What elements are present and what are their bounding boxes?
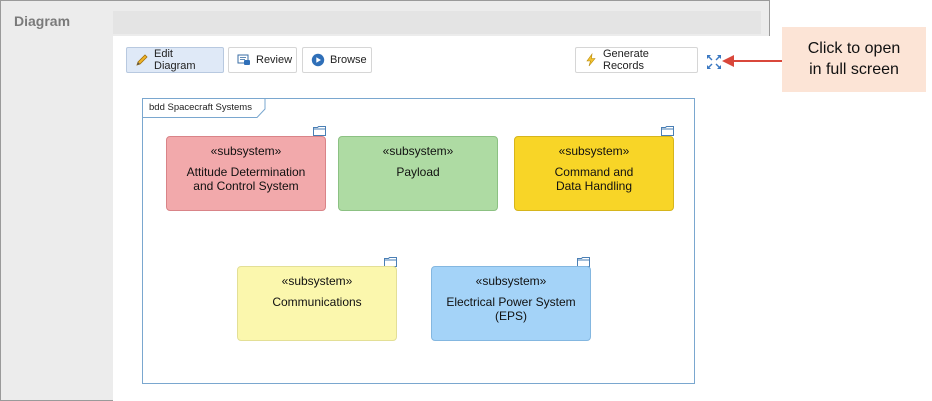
edit-diagram-button[interactable]: Edit Diagram — [126, 47, 224, 73]
frame-label: bdd Spacecraft Systems — [149, 102, 252, 113]
lightning-icon — [584, 53, 598, 67]
generate-records-button[interactable]: Generate Records — [575, 47, 698, 73]
review-button[interactable]: Review — [228, 47, 297, 73]
folder-icon[interactable] — [661, 123, 674, 136]
block-stereotype: «subsystem» — [281, 274, 353, 288]
callout-arrow — [722, 55, 783, 67]
pencil-icon — [135, 53, 149, 67]
block-name: Electrical Power System (EPS) — [446, 295, 576, 323]
browse-label: Browse — [330, 54, 367, 66]
block-cdh[interactable]: «subsystem» Command and Data Handling — [514, 136, 674, 211]
play-icon — [311, 53, 325, 67]
block-stereotype: «subsystem» — [210, 144, 282, 158]
callout-line-2: in full screen — [809, 61, 899, 78]
block-name: Attitude Determination and Control Syste… — [186, 165, 306, 193]
fullscreen-icon[interactable] — [706, 54, 722, 70]
fullscreen-callout: Click to open in full screen — [782, 27, 926, 92]
folder-icon[interactable] — [577, 254, 590, 267]
title-strip — [113, 11, 761, 34]
generate-records-label: Generate Records — [603, 48, 649, 72]
block-name: Communications — [272, 295, 362, 309]
folder-icon[interactable] — [384, 254, 397, 267]
block-name: Payload — [396, 165, 440, 179]
block-communications[interactable]: «subsystem» Communications — [237, 266, 397, 341]
block-adcs[interactable]: «subsystem» Attitude Determination and C… — [166, 136, 326, 211]
folder-icon[interactable] — [313, 123, 326, 136]
browse-button[interactable]: Browse — [302, 47, 372, 73]
frame-label-tab: bdd Spacecraft Systems — [143, 99, 266, 118]
block-name: Command and Data Handling — [554, 165, 634, 193]
review-label: Review — [256, 54, 293, 66]
block-stereotype: «subsystem» — [558, 144, 630, 158]
block-eps[interactable]: «subsystem» Electrical Power System (EPS… — [431, 266, 591, 341]
review-icon — [237, 53, 251, 67]
block-payload[interactable]: «subsystem» Payload — [338, 136, 498, 211]
block-stereotype: «subsystem» — [475, 274, 547, 288]
edit-diagram-label: Edit Diagram — [154, 48, 196, 72]
panel-title: Diagram — [14, 13, 71, 29]
block-stereotype: «subsystem» — [382, 144, 454, 158]
callout-line-1: Click to open — [807, 40, 901, 57]
